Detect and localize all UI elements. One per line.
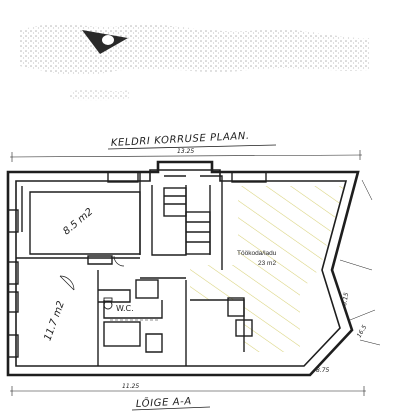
workshop-name: Töökoda/ladu	[237, 250, 277, 257]
workshop-area: 23 m2	[258, 260, 276, 267]
room-lower-left-area: 11.7 m2	[42, 300, 67, 343]
right-dimension-1: 16.5	[356, 324, 369, 339]
section-label: LÕIGE A-A	[135, 394, 192, 410]
toilet-symbol	[103, 297, 113, 310]
right-dimension-lines	[339, 179, 381, 346]
top-dimension-text: 13.25	[177, 148, 194, 155]
scan-smudge	[20, 24, 370, 101]
bottom-dimension-line	[10, 386, 366, 396]
bottom-dimension-text: 11.25	[122, 383, 139, 390]
right-dimension-3: 8.75	[316, 367, 330, 374]
door-swings	[59, 255, 125, 291]
outer-walls	[6, 160, 360, 377]
wc-label: W.C.	[116, 304, 134, 313]
right-dimension-2: 6.15	[341, 292, 350, 307]
workshop-hatch	[190, 186, 344, 352]
top-dimension-line	[9, 150, 363, 162]
room-upper-left-area: 8.5 m2	[61, 206, 95, 237]
section-label-underline	[131, 406, 211, 411]
title-underline	[107, 144, 277, 150]
interior-walls	[7, 171, 267, 366]
